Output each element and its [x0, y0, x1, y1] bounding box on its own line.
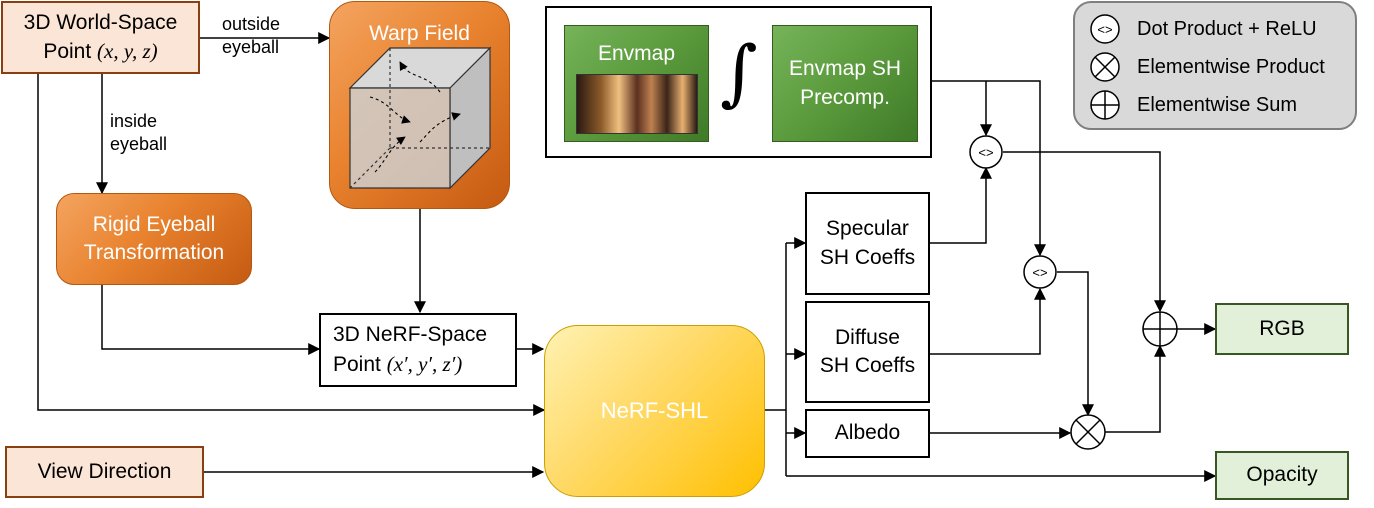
envmap-label: Envmap [597, 42, 676, 65]
opacity-label: Opacity [1246, 463, 1318, 487]
view-direction-label: View Direction [37, 459, 172, 483]
edge-envsh-to-dot2 [930, 80, 1046, 257]
view-direction-node: View Direction [5, 446, 204, 498]
outside-eyeball-label: outside eyeball [222, 14, 281, 58]
elementwise-sum-op [1142, 311, 1178, 347]
envmap-node: Envmap [564, 25, 709, 142]
nerf-shl-label: NeRF-SHL [600, 398, 709, 424]
integral-symbol: ∫ [720, 30, 758, 114]
specular-line2: SH Coeffs [819, 245, 916, 269]
envmap-panel: Envmap ∫ Envmap SH Precomp. [545, 6, 932, 158]
inside-eyeball-label: inside eyeball [110, 111, 168, 155]
warp-field-title: Warp Field [369, 22, 470, 45]
rigid-eyeball-line2: Transformation [83, 241, 225, 264]
diffuse-coeffs-node: Diffuse SH Coeffs [805, 301, 930, 403]
nerf-shl-node: NeRF-SHL [544, 325, 765, 497]
albedo-label: Albedo [834, 421, 901, 445]
legend-dot-label: Dot Product + ReLU [1137, 17, 1317, 40]
diffuse-line2: SH Coeffs [819, 354, 916, 377]
nerf-point-prefix: Point [333, 352, 387, 376]
world-point-math: (x, y, z) [97, 39, 158, 63]
world-point-node: 3D World-Space Point (x, y, z) [1, 1, 200, 74]
legend-prod-label: Elementwise Product [1137, 55, 1325, 78]
elementwise-product-icon [1090, 52, 1120, 82]
legend: <> Dot Product + ReLU Elementwise Produc… [1073, 1, 1357, 130]
svg-text:<>: <> [1032, 265, 1047, 280]
dot-product-icon: <> [1090, 14, 1120, 44]
edge-diffuse-to-dot2 [930, 287, 1046, 355]
world-point-line1: 3D World-Space [23, 10, 178, 34]
envmap-sh-line2: Precomp. [800, 85, 890, 109]
warp-field-node: Warp Field [329, 1, 510, 209]
envmap-thumbnail [575, 74, 698, 135]
diffuse-line1: Diffuse [835, 325, 900, 349]
elementwise-sum-icon [1090, 90, 1120, 120]
envmap-sh-node: Envmap SH Precomp. [772, 25, 918, 142]
rigid-eyeball-line1: Rigid Eyeball [92, 212, 216, 236]
legend-sum-row: Elementwise Sum [1089, 89, 1297, 121]
albedo-node: Albedo [805, 409, 930, 458]
rgb-output-node: RGB [1215, 303, 1349, 355]
warp-cube-icon [348, 46, 492, 190]
edge-specular-to-dot1 [930, 166, 992, 244]
opacity-output-node: Opacity [1215, 451, 1349, 500]
envmap-sh-line1: Envmap SH [788, 57, 902, 81]
specular-line1: Specular [826, 217, 909, 241]
edge-dot1-to-sum [1003, 151, 1166, 313]
nerf-point-line1: 3D NeRF-Space [333, 323, 488, 347]
rigid-eyeball-node: Rigid Eyeball Transformation [56, 193, 252, 285]
dot-product-op-1: <> [969, 135, 1003, 169]
elementwise-product-op [1070, 414, 1106, 450]
world-point-prefix: Point [43, 40, 98, 63]
edge-product-to-sum [1105, 344, 1166, 433]
legend-sum-label: Elementwise Sum [1137, 93, 1298, 116]
edge-rigid-to-nerfpoint [101, 285, 321, 355]
nerf-point-math: (x′, y′, z′) [386, 351, 463, 376]
dot-product-op-2: <> [1023, 255, 1057, 289]
specular-coeffs-node: Specular SH Coeffs [805, 192, 930, 295]
svg-text:<>: <> [1097, 22, 1112, 37]
edge-dot2-to-product [1057, 271, 1094, 417]
legend-prod-row: Elementwise Product [1089, 51, 1325, 83]
nerf-point-node: 3D NeRF-Space Point (x′, y′, z′) [319, 313, 517, 387]
svg-text:<>: <> [978, 145, 993, 160]
rgb-label: RGB [1259, 316, 1305, 340]
edge-world-to-nerfshl [37, 74, 546, 416]
legend-dot-row: <> Dot Product + ReLU [1089, 13, 1317, 45]
